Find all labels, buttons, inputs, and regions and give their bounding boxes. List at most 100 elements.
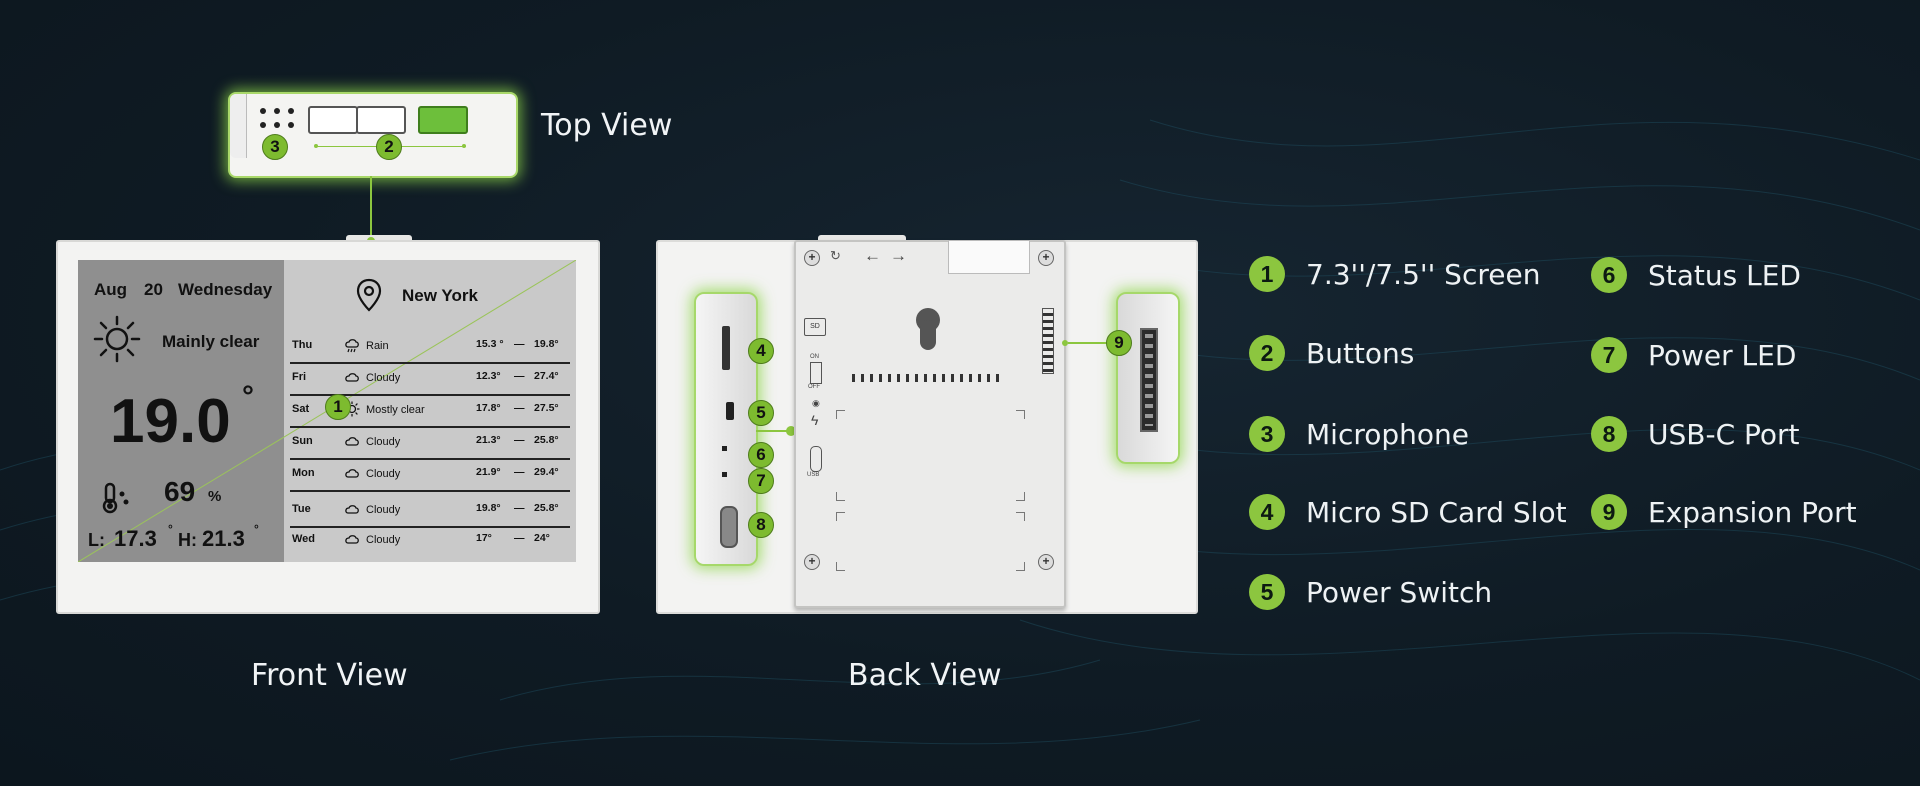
- corner-mark: [836, 410, 845, 419]
- power-led: [722, 472, 727, 477]
- forecast-condition: Rain: [366, 340, 389, 352]
- mic-hole: [260, 108, 266, 114]
- forecast-low: 17.8°: [476, 402, 501, 414]
- forecast-high: 25.8°: [534, 434, 559, 446]
- cloud-icon: [345, 437, 359, 446]
- screw-icon: +: [1038, 554, 1054, 570]
- expansion-port: [1140, 328, 1158, 432]
- corner-mark: [1016, 410, 1025, 419]
- forecast-condition: Cloudy: [366, 468, 401, 480]
- legend-label-micro-sd: Micro SD Card Slot: [1306, 496, 1567, 529]
- mic-hole: [274, 108, 280, 114]
- sun-icon: [93, 315, 141, 363]
- date-weekday: Wednesday: [178, 280, 273, 299]
- legend-badge-9: 9: [1591, 494, 1627, 530]
- cloud-icon: [345, 535, 359, 544]
- legend-badge-7: 7: [1591, 337, 1627, 373]
- legend-badge-4: 4: [1249, 494, 1285, 530]
- usb-marking: [810, 446, 822, 472]
- cloud-icon: [345, 469, 359, 478]
- forecast-condition: Mostly clear: [366, 404, 425, 416]
- left-side-port-panel: 4 5 6 7 8: [694, 292, 774, 566]
- usb-label: USB: [807, 472, 820, 478]
- connector-dot: [786, 426, 796, 436]
- callout-badge-3: 3: [262, 134, 288, 160]
- eink-screen: Aug 20 Wednesday Mainly clear 19.0 ° 69 …: [78, 260, 576, 562]
- forecast-high: 27.5°: [534, 402, 559, 414]
- on-marking: ON: [810, 354, 819, 360]
- high-value: 21.3: [202, 526, 245, 551]
- top-button-left[interactable]: [308, 106, 358, 134]
- forecast-day: Sun: [292, 435, 313, 447]
- callout-badge-9: 9: [1106, 330, 1132, 356]
- forecast-dash: —: [514, 466, 525, 478]
- screw-icon: +: [804, 554, 820, 570]
- forecast-day: Fri: [292, 371, 307, 383]
- rain-icon: [345, 339, 359, 353]
- forecast-dash: —: [514, 532, 525, 544]
- expansion-pins: [1145, 334, 1153, 426]
- power-bolt-icon: ϟ: [811, 412, 819, 428]
- forecast-low: 15.3 °: [476, 338, 504, 350]
- humidity-value: 69: [164, 476, 196, 507]
- device-edge: [230, 94, 247, 158]
- forecast-day: Wed: [292, 533, 316, 545]
- expansion-connector-line: [1068, 342, 1118, 344]
- switch-marking: [810, 362, 822, 384]
- status-led: [722, 446, 727, 451]
- side-connector-line: [756, 430, 794, 432]
- forecast-low: 12.3°: [476, 370, 501, 382]
- location-pin-icon: [356, 278, 382, 312]
- label-area: [948, 240, 1030, 274]
- high-label: H:: [178, 530, 197, 550]
- low-degree: °: [168, 522, 173, 536]
- forecast-low: 19.8°: [476, 502, 501, 514]
- mic-hole: [260, 122, 266, 128]
- current-temperature: 19.0: [110, 387, 231, 456]
- legend-label-microphone: Microphone: [1306, 418, 1469, 451]
- mic-hole: [288, 108, 294, 114]
- corner-mark: [1016, 492, 1025, 501]
- right-side-expansion-panel: [1116, 292, 1180, 464]
- top-view-connector-line: [370, 176, 372, 238]
- top-button-middle[interactable]: [356, 106, 406, 134]
- legend-label-status-led: Status LED: [1648, 259, 1801, 292]
- location-name: New York: [402, 286, 478, 305]
- expansion-port-marking: [1042, 308, 1054, 374]
- forecast-dash: —: [514, 338, 525, 350]
- humidity-unit: %: [208, 488, 222, 505]
- forecast-dash: —: [514, 434, 525, 446]
- led-marking-icon: ◉: [812, 398, 820, 408]
- forecast-day: Tue: [292, 503, 311, 515]
- back-view-label: Back View: [848, 658, 1002, 693]
- top-view-label: Top View: [541, 108, 673, 143]
- cloud-icon: [345, 373, 359, 382]
- sd-marking: SD: [804, 318, 826, 336]
- forecast-high: 25.8°: [534, 502, 559, 514]
- forecast-high: 27.4°: [534, 370, 559, 382]
- top-button-green[interactable]: [418, 106, 468, 134]
- low-value: 17.3: [114, 526, 157, 551]
- refresh-icon: ↻: [830, 248, 841, 263]
- corner-mark: [836, 492, 845, 501]
- forecast-row: Mon Cloudy 21.9° — 29.4°: [290, 460, 570, 492]
- mic-hole: [274, 122, 280, 128]
- corner-mark: [1016, 562, 1025, 571]
- forecast-condition: Cloudy: [366, 372, 401, 384]
- forecast-dash: —: [514, 402, 525, 414]
- micro-sd-slot: [722, 326, 730, 370]
- callout-badge-2: 2: [376, 134, 402, 160]
- temperature-degree: °: [242, 380, 254, 413]
- front-top-buttons-edge: [346, 235, 412, 242]
- top-view-device: 3 2: [228, 92, 518, 178]
- legend-badge-2: 2: [1249, 335, 1285, 371]
- legend-label-expansion-port: Expansion Port: [1648, 496, 1857, 529]
- legend-badge-3: 3: [1249, 416, 1285, 452]
- forecast-row: Thu Rain 15.3 ° — 19.8°: [290, 332, 570, 364]
- mic-hole: [288, 122, 294, 128]
- keyhole-mount-icon: [916, 308, 940, 350]
- legend-label-power-led: Power LED: [1648, 339, 1797, 372]
- callout-badge-4: 4: [748, 338, 774, 364]
- off-marking: OFF: [808, 384, 820, 390]
- legend-badge-1: 1: [1249, 256, 1285, 292]
